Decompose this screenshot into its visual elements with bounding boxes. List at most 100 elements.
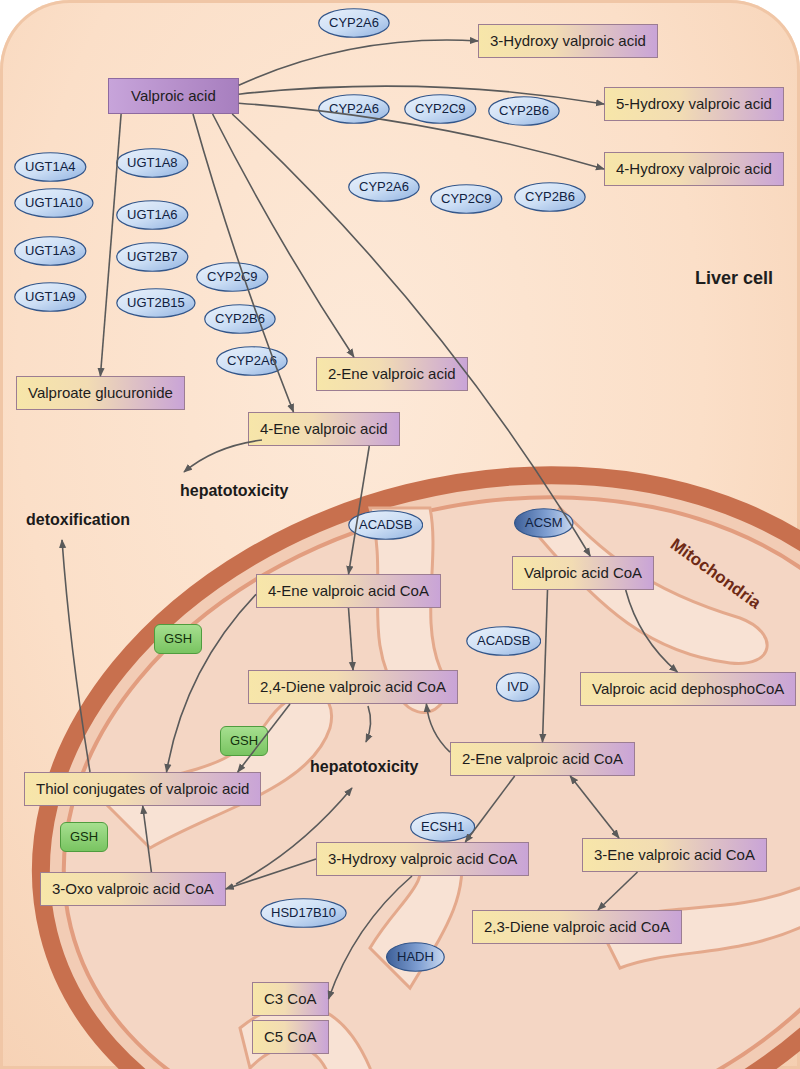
reaction-arrow	[626, 590, 678, 672]
metabolite-label: 3-Oxo valproic acid CoA	[52, 873, 214, 905]
enzyme-label: ACSM	[525, 508, 563, 538]
enzyme-ellipse: UGT1A9	[14, 282, 87, 312]
cofactor-label: GSH	[164, 625, 192, 653]
enzyme-shape	[205, 305, 275, 334]
enzyme-shape	[15, 283, 86, 312]
enzyme-shape	[117, 289, 195, 318]
leader-arrow	[62, 540, 90, 772]
enzyme-shape	[431, 185, 502, 214]
enzyme-shape	[387, 943, 445, 972]
enzyme-shape	[405, 95, 476, 124]
metabolite-box: 2,3-Diene valproic acid CoA	[472, 910, 682, 944]
enzyme-shape	[467, 627, 541, 656]
enzyme-ellipse: IVD	[496, 672, 540, 702]
enzyme-ellipse: CYP2B6	[204, 304, 276, 334]
metabolite-label: C3 CoA	[264, 983, 317, 1015]
enzyme-label: HSD17B10	[271, 898, 336, 928]
enzyme-ellipse: CYP2A6	[318, 94, 390, 124]
metabolite-label: Valproate glucuronide	[28, 377, 173, 409]
enzyme-label: CYP2A6	[359, 172, 409, 202]
metabolite-box: Valproate glucuronide	[16, 376, 185, 410]
reaction-arrow	[349, 608, 354, 670]
outer-membrane	[0, 383, 800, 1069]
metabolite-label: 3-Ene valproic acid CoA	[594, 839, 755, 871]
metabolite-label: C5 CoA	[264, 1021, 317, 1053]
enzyme-ellipse: CYP2B6	[514, 182, 586, 212]
enzyme-ellipse: HSD17B10	[260, 898, 347, 928]
reaction-arrow	[238, 704, 290, 772]
metabolite-box: Thiol conjugates of valproic acid	[24, 772, 261, 806]
reaction-arrow	[570, 776, 619, 838]
enzyme-label: CYP2A6	[329, 8, 379, 38]
enzyme-label: IVD	[507, 672, 529, 702]
enzyme-shape	[319, 9, 389, 38]
reaction-arrow	[239, 86, 604, 104]
metabolite-box: 4-Ene valproic acid CoA	[256, 574, 441, 608]
enzyme-label: CYP2A6	[329, 94, 379, 124]
reaction-arrow	[239, 103, 604, 169]
metabolite-label: 5-Hydroxy valproic acid	[616, 88, 772, 120]
reaction-arrow	[349, 446, 370, 574]
enzyme-label: UGT2B7	[127, 242, 178, 272]
enzyme-label: CYP2C9	[207, 262, 258, 292]
metabolite-box: 3-Hydroxy valproic acid CoA	[316, 842, 529, 876]
metabolite-box: C3 CoA	[252, 982, 329, 1016]
metabolite-box: C5 CoA	[252, 1020, 329, 1054]
enzyme-ellipse: UGT2B15	[116, 288, 196, 318]
metabolite-label: Thiol conjugates of valproic acid	[36, 773, 249, 805]
enzyme-ellipse: CYP2A6	[216, 346, 288, 376]
enzyme-ellipse: ECSH1	[410, 812, 475, 842]
metabolite-box: 2-Ene valproic acid CoA	[450, 742, 635, 776]
metabolite-label: Valproic acid dephosphoCoA	[592, 673, 784, 705]
enzyme-ellipse: ACADSB	[348, 510, 423, 540]
enzyme-label: UGT2B15	[127, 288, 185, 318]
enzyme-shape	[515, 183, 585, 212]
reaction-arrow	[239, 40, 478, 85]
metabolite-box: 2,4-Diene valproic acid CoA	[248, 670, 458, 704]
reaction-arrow	[598, 872, 638, 910]
enzyme-ellipse: UGT1A4	[14, 152, 87, 182]
enzyme-label: HADH	[397, 942, 434, 972]
mitochondrion-region: MitochondriaACSMACADSBValproic acid CoA4…	[40, 468, 800, 1069]
region-label: Liver cell	[695, 268, 773, 289]
reaction-arrow	[226, 859, 316, 889]
enzyme-ellipse: CYP2A6	[348, 172, 420, 202]
metabolite-box: 3-Oxo valproic acid CoA	[40, 872, 226, 906]
metabolite-box: 3-Hydroxy valproic acid	[478, 24, 658, 58]
enzyme-shape	[217, 347, 287, 376]
outcome-label: hepatotoxicity	[310, 758, 418, 776]
enzyme-ellipse: UGT2B7	[116, 242, 189, 272]
reaction-arrow	[100, 114, 121, 376]
enzyme-label: CYP2A6	[227, 346, 277, 376]
enzyme-shape	[197, 263, 268, 292]
enzyme-label: ECSH1	[421, 812, 464, 842]
cofactor-box: GSH	[60, 822, 108, 852]
enzyme-shape	[349, 173, 419, 202]
enzyme-label: UGT1A6	[127, 200, 178, 230]
enzyme-shape	[489, 97, 559, 126]
enzyme-label: UGT1A9	[25, 282, 76, 312]
enzyme-label: CYP2C9	[441, 184, 492, 214]
enzyme-label: UGT1A8	[127, 148, 178, 178]
enzyme-shape	[15, 189, 93, 218]
reaction-arrow	[193, 114, 294, 412]
enzyme-ellipse: CYP2C9	[196, 262, 269, 292]
cofactor-box: GSH	[220, 726, 268, 756]
metabolite-label: 2-Ene valproic acid	[328, 358, 456, 390]
crista-fold	[100, 693, 332, 848]
enzyme-ellipse: CYP2C9	[404, 94, 477, 124]
metabolite-box: Valproic acid CoA	[512, 556, 654, 590]
outcome-label: detoxification	[26, 511, 130, 529]
reaction-arrow	[143, 806, 152, 872]
metabolite-label: Valproic acid CoA	[524, 557, 642, 589]
leader-arrow	[184, 440, 262, 472]
metabolite-label: 2,3-Diene valproic acid CoA	[484, 911, 670, 943]
enzyme-shape	[515, 509, 573, 538]
enzyme-shape	[349, 511, 423, 540]
cofactor-box: GSH	[154, 624, 202, 654]
metabolite-label: 3-Hydroxy valproic acid CoA	[328, 843, 517, 875]
